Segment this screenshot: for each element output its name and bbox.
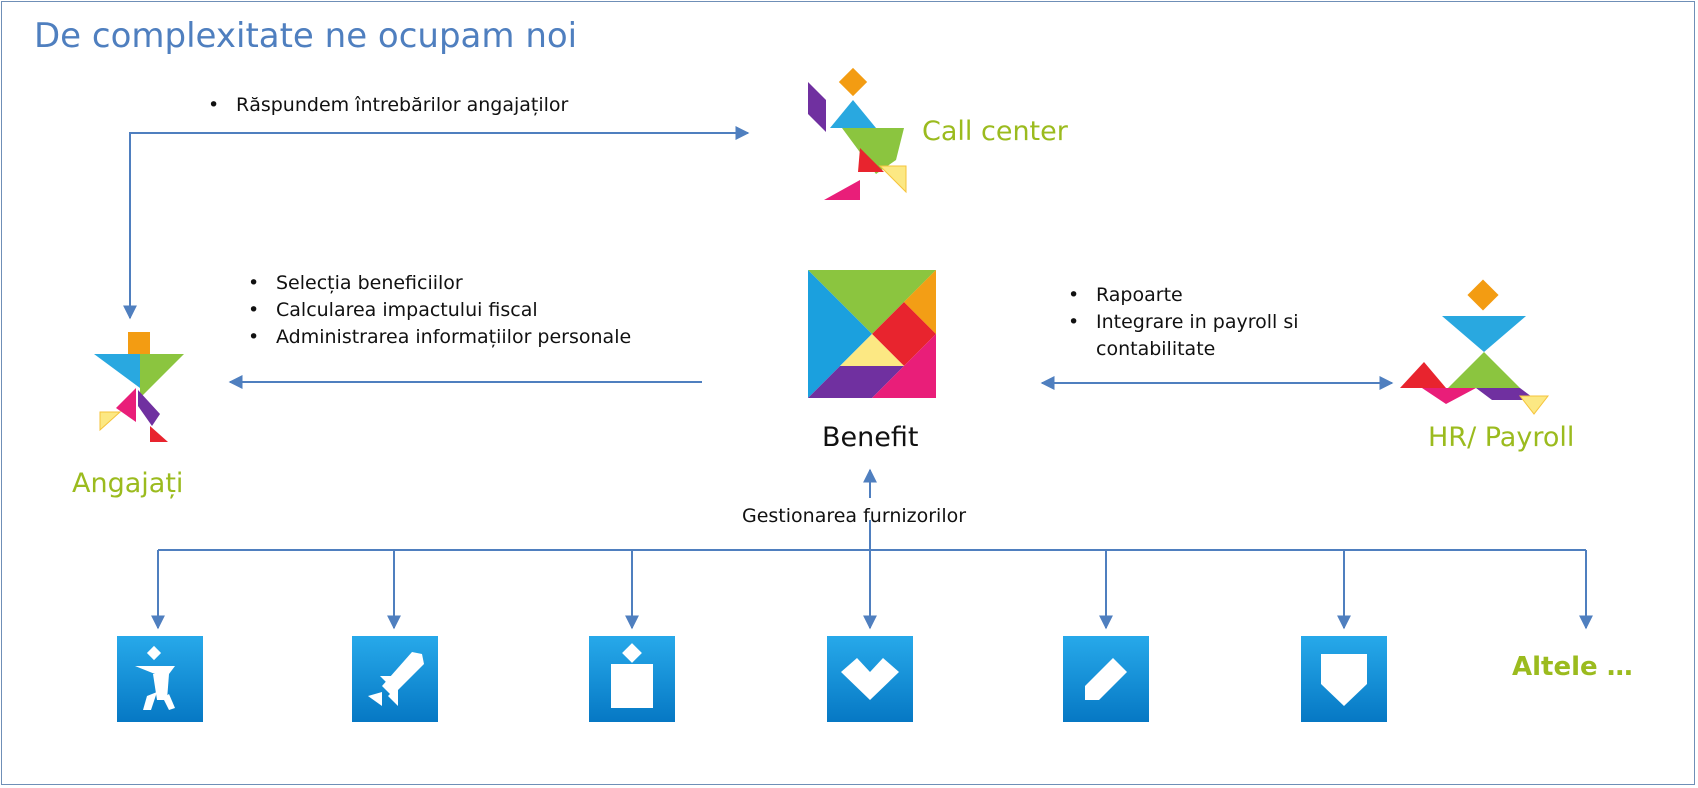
callcenter-bullets: Răspundem întrebărilor angajaților [206, 92, 568, 119]
callcenter-figure-icon [808, 67, 907, 200]
callcenter-label: Call center [922, 116, 1068, 147]
angajati-bullets: Selecția beneficiilor Calcularea impactu… [246, 270, 631, 351]
slide-title: De complexitate ne ocupam noi [34, 16, 578, 56]
others-label: Altele … [1512, 652, 1633, 682]
supplier-tile-3 [589, 636, 675, 722]
hr-payroll-figure-icon [1400, 279, 1550, 415]
supplier-tile-2 [352, 636, 438, 722]
bullet-item: Rapoarte [1066, 282, 1299, 309]
connector-arrows [123, 126, 1593, 630]
bullet-item: Administrarea informațiilor personale [246, 324, 631, 351]
hr-payroll-bullets: Rapoarte Integrare in payroll si [1066, 282, 1299, 336]
bullet-item: Selecția beneficiilor [246, 270, 631, 297]
hr-payroll-label: HR/ Payroll [1428, 422, 1575, 453]
supplier-tile-4 [827, 636, 913, 722]
bullet-item: Calcularea impactului fiscal [246, 297, 631, 324]
supplier-tile-1 [117, 636, 203, 722]
supplier-tile-5 [1063, 636, 1149, 722]
hr-payroll-bullet-continuation: contabilitate [1096, 338, 1216, 360]
pencil-tangram-icon [1085, 658, 1127, 700]
bullet-item: Integrare in payroll si [1066, 309, 1299, 336]
suppliers-label: Gestionarea furnizorilor [742, 505, 967, 527]
angajati-figure-icon [94, 332, 184, 442]
person-tangram-icon [135, 645, 175, 710]
benefit-logo-icon [808, 270, 936, 398]
benefit-label: Benefit [822, 422, 919, 453]
supplier-tile-6 [1301, 636, 1387, 722]
shield-tangram-icon [1321, 654, 1367, 706]
heart-tangram-icon [841, 658, 899, 700]
bullet-item: Răspundem întrebărilor angajaților [206, 92, 568, 119]
angajati-label: Angajați [72, 468, 184, 499]
airplane-tangram-icon [368, 652, 424, 706]
